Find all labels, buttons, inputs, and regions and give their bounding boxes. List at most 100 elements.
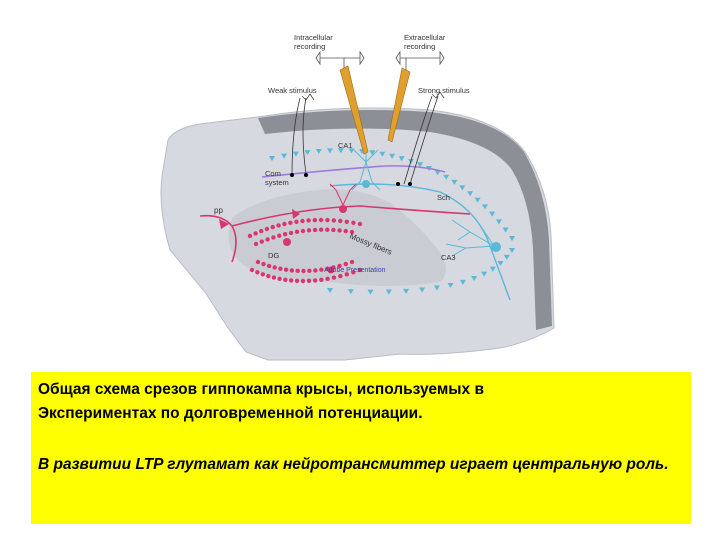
pyramidal-cell-marker	[281, 153, 288, 159]
ca1-label: CA1	[338, 141, 353, 150]
dg-cell-body	[327, 266, 335, 274]
granule-dot	[259, 228, 264, 234]
granule-dot	[271, 235, 276, 240]
granule-dot	[338, 218, 343, 224]
pyramidal-cell-marker	[459, 279, 466, 285]
pyramidal-cell-marker	[292, 151, 299, 157]
pyramidal-cell-marker	[489, 211, 496, 217]
extracellular-label-l1: Extracellular	[404, 33, 446, 42]
granule-dot	[325, 227, 330, 232]
granule-dot	[349, 229, 355, 235]
granule-dot	[294, 278, 300, 284]
pyramidal-cell-marker	[447, 283, 454, 288]
granule-dot	[270, 224, 275, 230]
caption-box: Общая схема срезов гиппокампа крысы, исп…	[31, 372, 691, 524]
caption-line-2: Экспериментах по долговременной потенциа…	[38, 405, 423, 422]
pyramidal-cell-marker	[503, 254, 510, 260]
granule-dot	[300, 218, 305, 224]
granule-dot	[306, 278, 312, 284]
pp-arrow	[219, 219, 229, 229]
pyramidal-cell-marker	[451, 179, 458, 185]
ca3-label: CA3	[441, 253, 456, 262]
granule-dot	[313, 268, 318, 273]
granule-dot	[331, 227, 336, 233]
granule-dot	[271, 275, 277, 280]
pyramidal-cell-marker	[379, 151, 386, 157]
granule-dot	[253, 231, 258, 236]
hippocampus-diagram: Intracellular recording Extracellular re…	[160, 33, 555, 361]
granule-dot	[349, 259, 355, 265]
granule-dot	[331, 218, 337, 223]
pyramidal-cell-marker	[367, 289, 374, 295]
granule-dot	[337, 228, 342, 233]
mossy-cell-body	[283, 238, 291, 246]
granule-dot	[337, 263, 342, 269]
granule-cell-body	[339, 205, 347, 213]
granule-dot	[319, 267, 324, 272]
ca-pyramidal-layer	[269, 148, 515, 295]
granule-dot	[289, 268, 295, 273]
extracellular-label-l2: recording	[404, 42, 435, 51]
granule-dot	[301, 268, 306, 274]
granule-dot	[260, 272, 266, 277]
recording-arrows	[315, 50, 445, 70]
pyramidal-cell-marker	[403, 288, 410, 294]
pyramidal-cell-marker	[481, 271, 488, 277]
pyramidal-cell-marker	[398, 156, 405, 162]
granule-dot	[331, 275, 337, 280]
pyramidal-cell-marker	[389, 153, 396, 159]
pyramidal-cell-marker	[304, 150, 311, 156]
granule-dot	[288, 230, 294, 236]
granule-dot	[247, 233, 253, 239]
com-system-label-l2: system	[265, 178, 289, 187]
granule-dot	[300, 278, 306, 284]
granule-dot	[357, 267, 363, 273]
granule-dot	[312, 227, 318, 233]
granule-dot	[288, 220, 293, 225]
pp-label: pp	[214, 206, 223, 215]
granule-dot	[338, 273, 343, 279]
pyramidal-cell-marker	[348, 148, 355, 154]
pyramidal-cell-marker	[315, 149, 322, 155]
pyramidal-cell-marker	[489, 266, 496, 272]
intracellular-label-l1: Intracellular	[294, 33, 333, 42]
pyramidal-cell-marker	[509, 248, 515, 253]
pyramidal-cell-marker	[471, 276, 478, 282]
granule-dot	[307, 268, 312, 274]
stimulus-symbol	[301, 91, 445, 101]
pyramidal-cell-marker	[433, 285, 440, 291]
granule-dot	[343, 261, 348, 267]
dg-label: DG	[268, 251, 279, 260]
ca3-cell-body	[491, 242, 501, 252]
extracellular-electrode	[387, 67, 411, 143]
granule-dot	[343, 228, 348, 234]
commissural-fiber	[261, 165, 446, 178]
granule-dot	[283, 277, 288, 282]
pyramidal-cell-marker	[419, 287, 426, 293]
weak-stimulus-label: Weak stimulus	[268, 86, 317, 95]
granule-dot	[319, 277, 324, 282]
pyramidal-cell-marker	[481, 204, 488, 210]
granule-dot	[276, 223, 281, 228]
mossy-arrow	[292, 209, 300, 219]
granule-dot	[283, 267, 289, 272]
granule-dot	[264, 226, 270, 232]
pyramidal-cell-marker	[326, 148, 333, 154]
granule-dot	[306, 218, 311, 223]
dentate-region	[228, 189, 446, 286]
stimulus-electrode-tips	[290, 173, 412, 186]
pyramidal-cell-marker	[495, 219, 502, 225]
watermark-text: Adobe Presentation	[324, 267, 386, 274]
pyramidal-cell-marker	[509, 236, 515, 241]
intracellular-electrode	[339, 65, 369, 155]
granule-dot	[288, 278, 294, 283]
pyramidal-cell-marker	[502, 227, 509, 233]
stimulus-lines	[291, 95, 439, 185]
com-system-label-l1: Com	[265, 169, 281, 178]
granule-dot	[266, 263, 272, 269]
granule-dot	[253, 241, 259, 247]
pyramidal-cell-marker	[385, 289, 392, 295]
granule-dot	[344, 219, 349, 224]
granule-cell-layer	[247, 217, 363, 284]
